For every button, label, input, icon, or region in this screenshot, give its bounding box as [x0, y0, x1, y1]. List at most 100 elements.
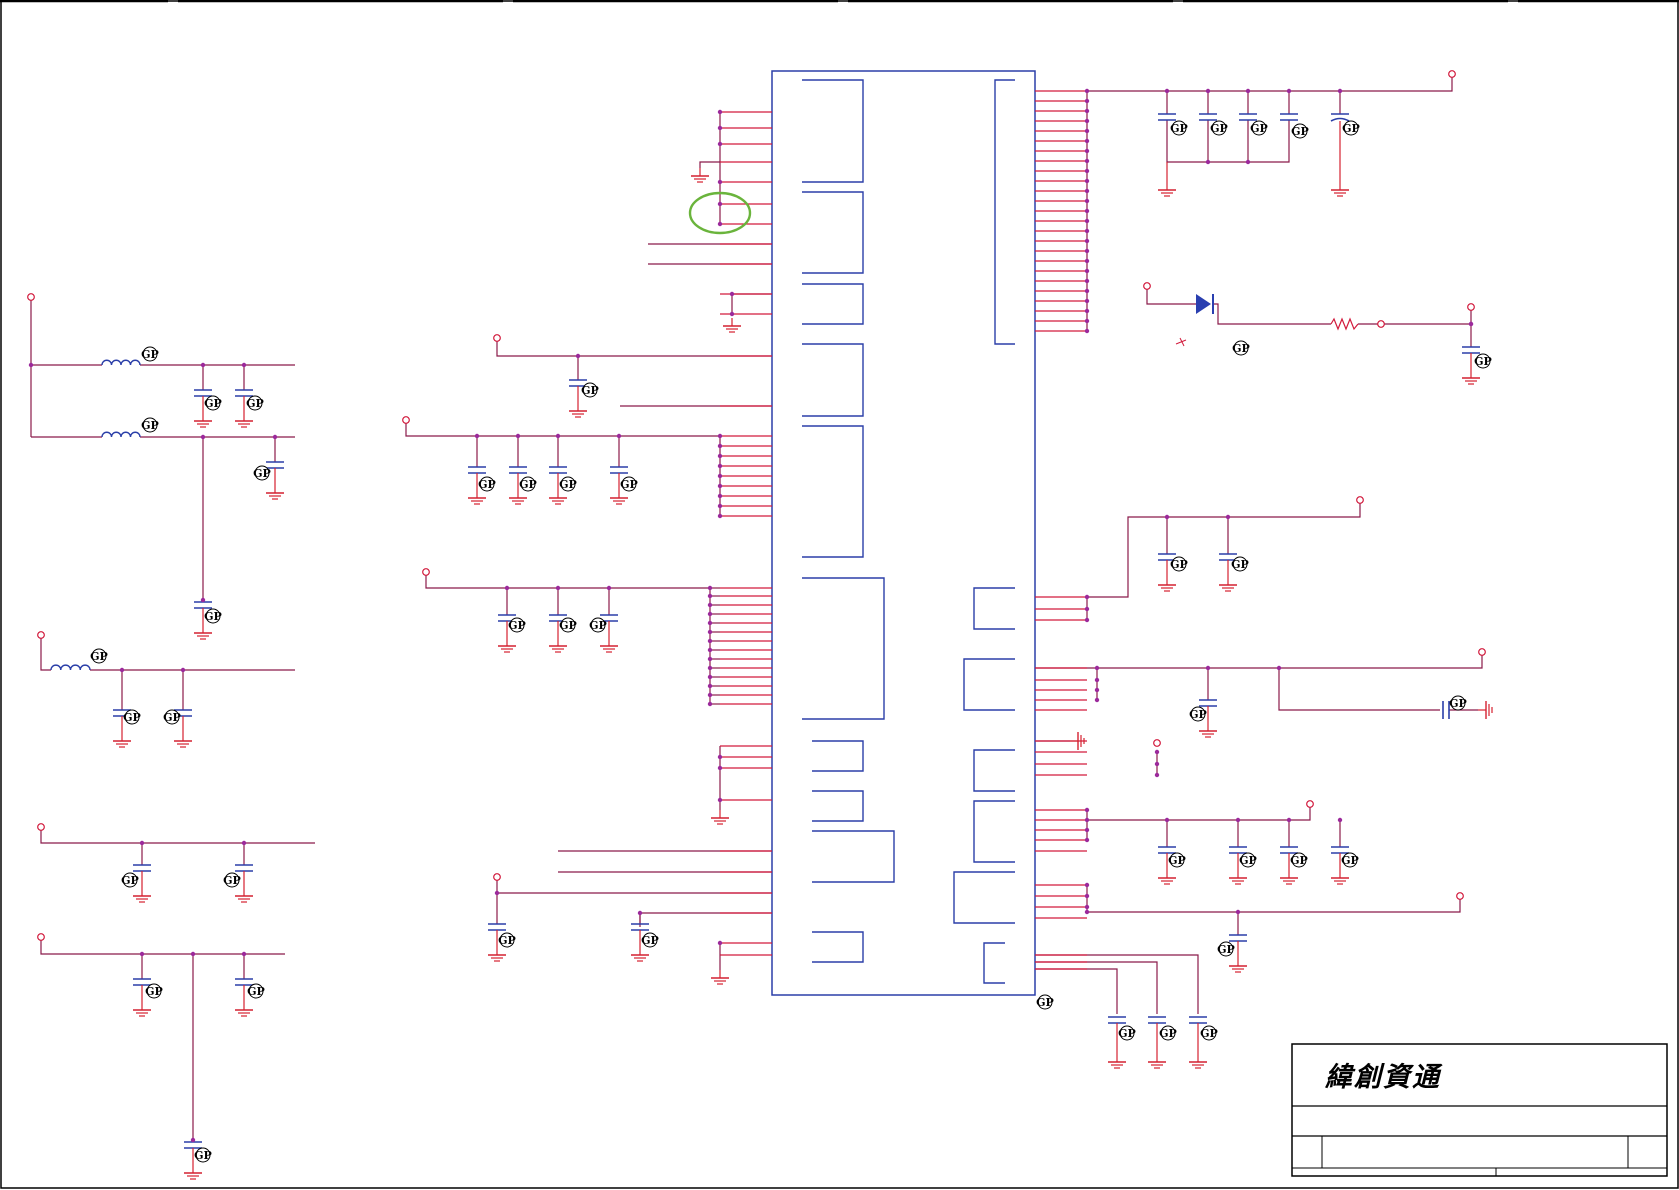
- pin-group-bracket: [983, 942, 1005, 984]
- pin-group-bracket: [812, 931, 864, 963]
- junction-dot: [1084, 318, 1090, 324]
- junctions: [28, 88, 1474, 1143]
- junction-dot: [717, 765, 723, 771]
- gp-badge: [164, 709, 180, 725]
- junction-dot: [200, 597, 206, 603]
- junction-dot: [729, 291, 735, 297]
- gp-label: GP: [508, 619, 526, 632]
- gp-label: GP: [1342, 122, 1360, 135]
- ic-pins: [720, 90, 1087, 970]
- pin-group-bracket: [812, 790, 864, 822]
- power-terminal: [402, 416, 410, 424]
- gp-badge: [1342, 852, 1358, 868]
- capacitors: [113, 113, 1480, 1165]
- junction-dot: [1084, 148, 1090, 154]
- junction-dot: [717, 483, 723, 489]
- power-terminal: [37, 933, 45, 941]
- junction-dot: [1084, 168, 1090, 174]
- gp-badge: [499, 932, 515, 948]
- junction-dot: [1084, 178, 1090, 184]
- junction-dot: [1084, 328, 1090, 334]
- junction-dot: [717, 940, 723, 946]
- junction-dot: [504, 585, 510, 591]
- power-terminal: [1306, 800, 1314, 808]
- gp-badge: [205, 395, 221, 411]
- grounds: [113, 168, 1493, 1180]
- gp-badge: [247, 395, 263, 411]
- junction-dot: [1084, 248, 1090, 254]
- pin-group-bracket: [802, 283, 864, 325]
- cap-plate-curved: [1330, 117, 1350, 122]
- junction-dot: [717, 473, 723, 479]
- power-terminal: [37, 631, 45, 639]
- gp-badge: [224, 872, 240, 888]
- junction-dot: [707, 665, 713, 671]
- gp-label: GP: [1291, 125, 1309, 138]
- junction-dot: [241, 362, 247, 368]
- wire: [1146, 286, 1196, 305]
- junction-dot: [707, 656, 713, 662]
- junction-dot: [1164, 88, 1170, 94]
- junction-dot: [616, 433, 622, 439]
- wire: [1278, 668, 1440, 711]
- junction-dot: [241, 840, 247, 846]
- junction-dot: [1084, 817, 1090, 823]
- gp-badge: [1343, 120, 1359, 136]
- gp-label: GP: [247, 985, 265, 998]
- junction-dot: [28, 362, 34, 368]
- gp-badge: [1169, 852, 1185, 868]
- power-terminal: [493, 873, 501, 881]
- wire: [1087, 896, 1461, 913]
- junction-dot: [180, 667, 186, 673]
- wire: [496, 877, 772, 894]
- wire: [40, 937, 285, 955]
- gp-badge: [1240, 852, 1256, 868]
- highlight-ellipse: [688, 191, 752, 235]
- junction-dot: [1286, 817, 1292, 823]
- junction-dot: [190, 951, 196, 957]
- junction-dot: [707, 647, 713, 653]
- junction-dot: [1084, 837, 1090, 843]
- junction-dot: [707, 611, 713, 617]
- junction-dot: [1084, 158, 1090, 164]
- junction-dot: [1205, 159, 1211, 165]
- gp-badge: [146, 983, 162, 999]
- junction-dot: [1084, 258, 1090, 264]
- junction-dot: [1154, 749, 1160, 755]
- gp-badge: [195, 1147, 211, 1163]
- junction-dot: [1205, 665, 1211, 671]
- gp-label: GP: [163, 711, 181, 724]
- junction-dot: [707, 585, 713, 591]
- power-terminal: [1456, 892, 1464, 900]
- gp-badge: [1292, 123, 1308, 139]
- junction-dot: [1084, 288, 1090, 294]
- gp-label: GP: [1118, 1027, 1136, 1040]
- junction-dot: [1205, 88, 1211, 94]
- gp-label: GP: [1239, 854, 1257, 867]
- wire: [40, 635, 51, 671]
- junction-dot: [1094, 697, 1100, 703]
- junction-dot: [494, 890, 500, 896]
- junction-dot: [119, 667, 125, 673]
- gp-badge: [91, 648, 107, 664]
- power-terminal: [1448, 70, 1456, 78]
- gp-badge: [520, 476, 536, 492]
- gp-label: GP: [1200, 1027, 1218, 1040]
- gp-label: GP: [620, 478, 638, 491]
- wire: [1087, 500, 1361, 598]
- junction-dot: [717, 503, 723, 509]
- pin-group-bracket: [973, 749, 1015, 792]
- pin-group-bracket: [963, 658, 1015, 711]
- junction-dot: [717, 125, 723, 131]
- power-terminal: [37, 823, 45, 831]
- junction-dot: [707, 629, 713, 635]
- gp-label: GP: [1232, 342, 1250, 355]
- junction-dot: [1084, 827, 1090, 833]
- junction-dot: [1084, 108, 1090, 114]
- wire: [405, 420, 720, 437]
- gp-label: GP: [1210, 122, 1228, 135]
- inductor: [101, 359, 141, 366]
- gp-label: GP: [1170, 558, 1188, 571]
